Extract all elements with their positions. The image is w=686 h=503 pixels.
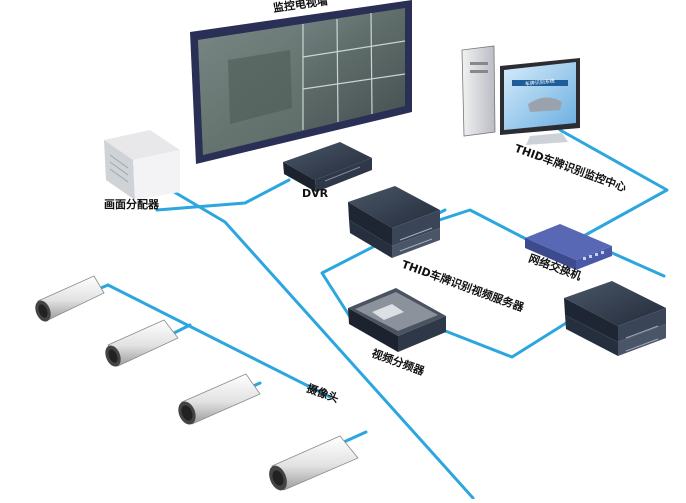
monitor-screen-title: 车牌识别系统 [525, 77, 556, 87]
server-stack-icon-2 [564, 281, 666, 356]
label-dvr: DVR [302, 187, 329, 200]
bullet-camera-icon-4 [269, 435, 359, 491]
bullet-camera-icon-1 [35, 275, 105, 322]
line-distributor-east [428, 318, 573, 359]
line-switch-east [608, 250, 666, 278]
video-wall-icon [190, 0, 412, 164]
line-server-switch [428, 208, 532, 243]
bullet-camera-icon-2 [105, 319, 179, 367]
line-splitter-branch [155, 178, 291, 212]
bullet-camera-icon-3 [178, 373, 261, 425]
label-splitter: 画面分配器 [104, 198, 159, 211]
video-distributor-icon [348, 288, 446, 352]
line-cam-2 [106, 283, 332, 399]
computer-icon [461, 45, 580, 145]
dvr-recorder-icon [283, 142, 372, 192]
network-switch-icon [525, 224, 612, 270]
splitter-box-icon [104, 130, 180, 200]
line-monitor-switch [558, 128, 669, 240]
server-stack-icon [348, 186, 440, 258]
